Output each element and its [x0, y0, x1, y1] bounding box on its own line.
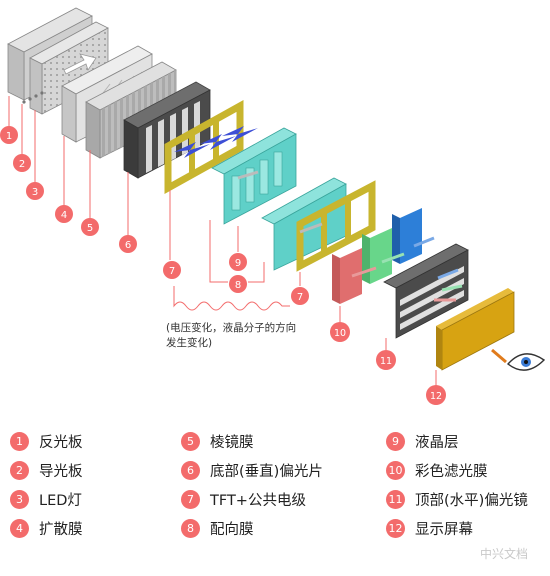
svg-text:1: 1 — [6, 131, 12, 142]
callout-leaders — [8, 96, 437, 386]
legend-number: 2 — [10, 460, 29, 480]
legend-item-9: 9 液晶层 — [386, 430, 459, 452]
legend-label: 显示屏幕 — [415, 521, 473, 538]
legend-number: 4 — [10, 518, 29, 538]
callout-3: 3 — [26, 182, 44, 200]
legend-label: 配向膜 — [210, 521, 254, 538]
svg-text:5: 5 — [87, 223, 93, 234]
callout-6: 6 — [119, 235, 137, 253]
svg-text:6: 6 — [125, 240, 131, 251]
legend-item-5: 5 棱镜膜 — [181, 430, 254, 452]
eye-icon — [506, 353, 546, 371]
legend-label: 彩色滤光膜 — [415, 463, 488, 480]
legend-item-12: 12 显示屏幕 — [386, 517, 473, 539]
svg-text:2: 2 — [19, 159, 25, 170]
legend-number: 5 — [181, 431, 200, 451]
legend-number: 8 — [181, 518, 200, 538]
display-screen — [436, 288, 515, 371]
watermark: 中兴文档 — [479, 547, 528, 561]
voltage-annotation-line2: 发生变化) — [166, 336, 212, 349]
led-strip — [22, 91, 44, 104]
legend-item-8: 8 配向膜 — [181, 517, 254, 539]
svg-text:10: 10 — [334, 328, 346, 339]
callout-7: 7 — [163, 261, 181, 279]
legend-number: 10 — [386, 460, 405, 480]
legend-number: 3 — [10, 489, 29, 509]
callout-12: 12 — [426, 385, 446, 405]
light-arrows — [237, 170, 507, 364]
legend-label: LED灯 — [39, 492, 82, 509]
callout-10: 10 — [330, 322, 350, 342]
svg-text:11: 11 — [380, 356, 392, 367]
legend-item-3: 3 LED灯 — [10, 488, 82, 510]
callout-5: 5 — [81, 218, 99, 236]
legend-item-2: 2 导光板 — [10, 459, 83, 481]
legend-number: 1 — [10, 431, 29, 451]
svg-text:3: 3 — [32, 187, 38, 198]
legend-item-7: 7 TFT+公共电级 — [181, 488, 306, 510]
voltage-annotation-line1: (电压变化，液晶分子的方向 — [166, 321, 296, 334]
legend-item-4: 4 扩散膜 — [10, 517, 83, 539]
callout-4: 4 — [55, 205, 73, 223]
callout-8: 8 — [229, 275, 247, 293]
legend-item-11: 11 顶部(水平)偏光镜 — [386, 488, 528, 510]
legend-number: 9 — [386, 431, 405, 451]
color-filter — [332, 208, 422, 304]
legend-number: 11 — [386, 489, 405, 509]
light-guide-plate — [29, 21, 109, 115]
legend-label: 棱镜膜 — [210, 434, 254, 451]
legend-number: 12 — [386, 518, 405, 538]
legend-label: TFT+公共电级 — [210, 492, 306, 509]
legend-label: 顶部(水平)偏光镜 — [415, 492, 528, 509]
legend-item-10: 10 彩色滤光膜 — [386, 459, 488, 481]
legend-label: 导光板 — [39, 463, 83, 480]
legend-item-6: 6 底部(垂直)偏光片 — [181, 459, 323, 481]
legend-label: 扩散膜 — [39, 521, 83, 538]
callout-9: 9 — [229, 253, 247, 271]
legend-item-1: 1 反光板 — [10, 430, 83, 452]
legend: 1 反光板 2 导光板 3 LED灯 4 扩散膜 5 棱镜膜 6 底部(垂直)偏… — [0, 425, 550, 555]
svg-text:7: 7 — [297, 292, 303, 303]
common-electrode-frame — [296, 180, 376, 272]
callout-2: 2 — [13, 154, 31, 172]
callout-11: 11 — [376, 350, 396, 370]
legend-label: 底部(垂直)偏光片 — [210, 463, 323, 480]
legend-label: 液晶层 — [415, 434, 459, 451]
callout-7b: 7 — [291, 287, 309, 305]
svg-text:8: 8 — [235, 280, 241, 291]
bottom-polarizer — [123, 81, 211, 179]
legend-number: 6 — [181, 460, 200, 480]
svg-text:12: 12 — [430, 391, 442, 402]
svg-text:4: 4 — [61, 210, 67, 221]
legend-label: 反光板 — [39, 434, 83, 451]
callout-1: 1 — [0, 126, 18, 144]
legend-number: 7 — [181, 489, 200, 509]
lcd-structure-diagram: 1 2 3 4 5 6 7 8 9 7 10 11 — [0, 7, 546, 405]
svg-text:9: 9 — [235, 258, 241, 269]
svg-text:7: 7 — [169, 266, 175, 277]
